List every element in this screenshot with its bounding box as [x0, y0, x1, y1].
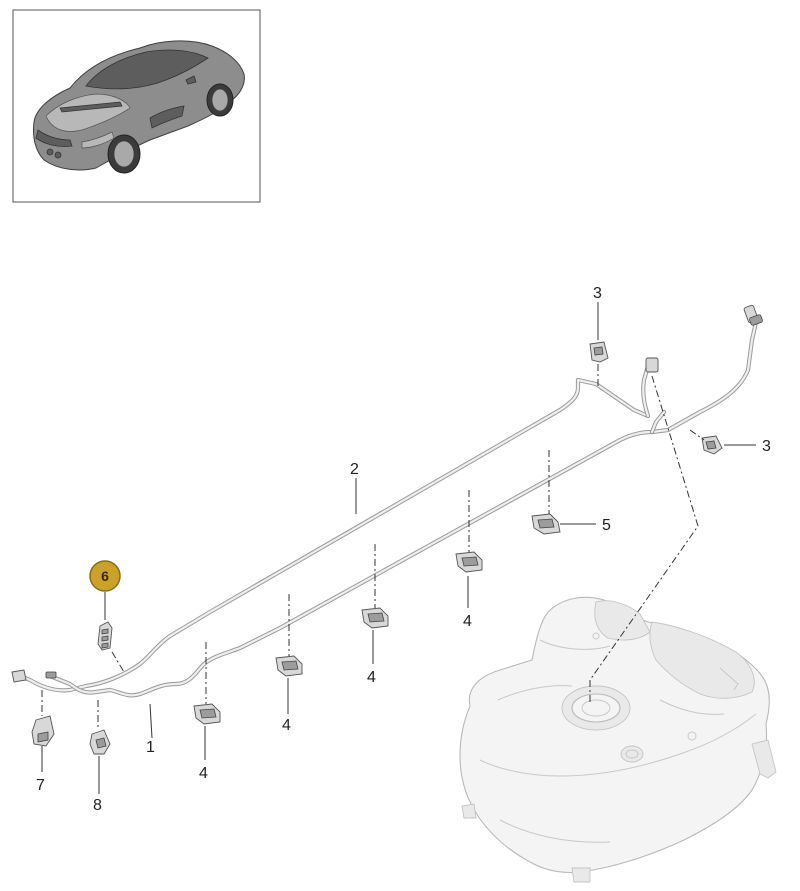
fuel-line-2[interactable] [17, 377, 651, 693]
bracket-3-right[interactable] [701, 435, 723, 455]
callout-4-c[interactable]: 4 [282, 717, 291, 734]
callout-7[interactable]: 7 [36, 777, 45, 794]
tank-mount-tab [751, 739, 777, 779]
callout-8[interactable]: 8 [93, 797, 102, 814]
callout-4-a[interactable]: 4 [463, 613, 472, 630]
highlight-badge-circle [89, 560, 121, 592]
bracket-3-top[interactable] [589, 341, 609, 363]
callout-3-right[interactable]: 3 [762, 438, 771, 455]
callout-3-top[interactable]: 3 [593, 285, 602, 302]
clip-4-b[interactable] [361, 607, 389, 629]
callout-4-d[interactable]: 4 [199, 765, 208, 782]
fuel-line-1[interactable] [47, 319, 759, 698]
clip-4-a[interactable] [455, 551, 483, 573]
callout-4-b[interactable]: 4 [367, 669, 376, 686]
leader-lines [41, 302, 756, 794]
pipe-connector-top [645, 357, 659, 373]
callout-2[interactable]: 2 [350, 461, 359, 478]
vehicle-inset[interactable] [12, 9, 261, 203]
clip-7[interactable] [31, 715, 55, 747]
line-end-connector-left [11, 669, 57, 683]
assembly-lines [41, 364, 705, 730]
fuel-line-stub [641, 359, 667, 435]
clip-5[interactable] [531, 513, 561, 535]
callout-5[interactable]: 5 [602, 517, 611, 534]
callout-labels: 1 2 3 3 4 4 4 4 5 7 8 [36, 285, 771, 814]
clip-4-d[interactable] [193, 703, 221, 725]
line-end-connector-right [743, 304, 763, 326]
fuel-tank[interactable] [459, 596, 777, 883]
clip-6[interactable] [97, 621, 113, 651]
clip-8[interactable] [89, 729, 111, 755]
callout-1[interactable]: 1 [146, 739, 155, 756]
clip-4-c[interactable] [275, 655, 303, 677]
callout-6: 6 [101, 568, 109, 584]
callout-6-highlight-badge[interactable]: 6 [89, 560, 121, 592]
car-illustration [33, 40, 245, 174]
